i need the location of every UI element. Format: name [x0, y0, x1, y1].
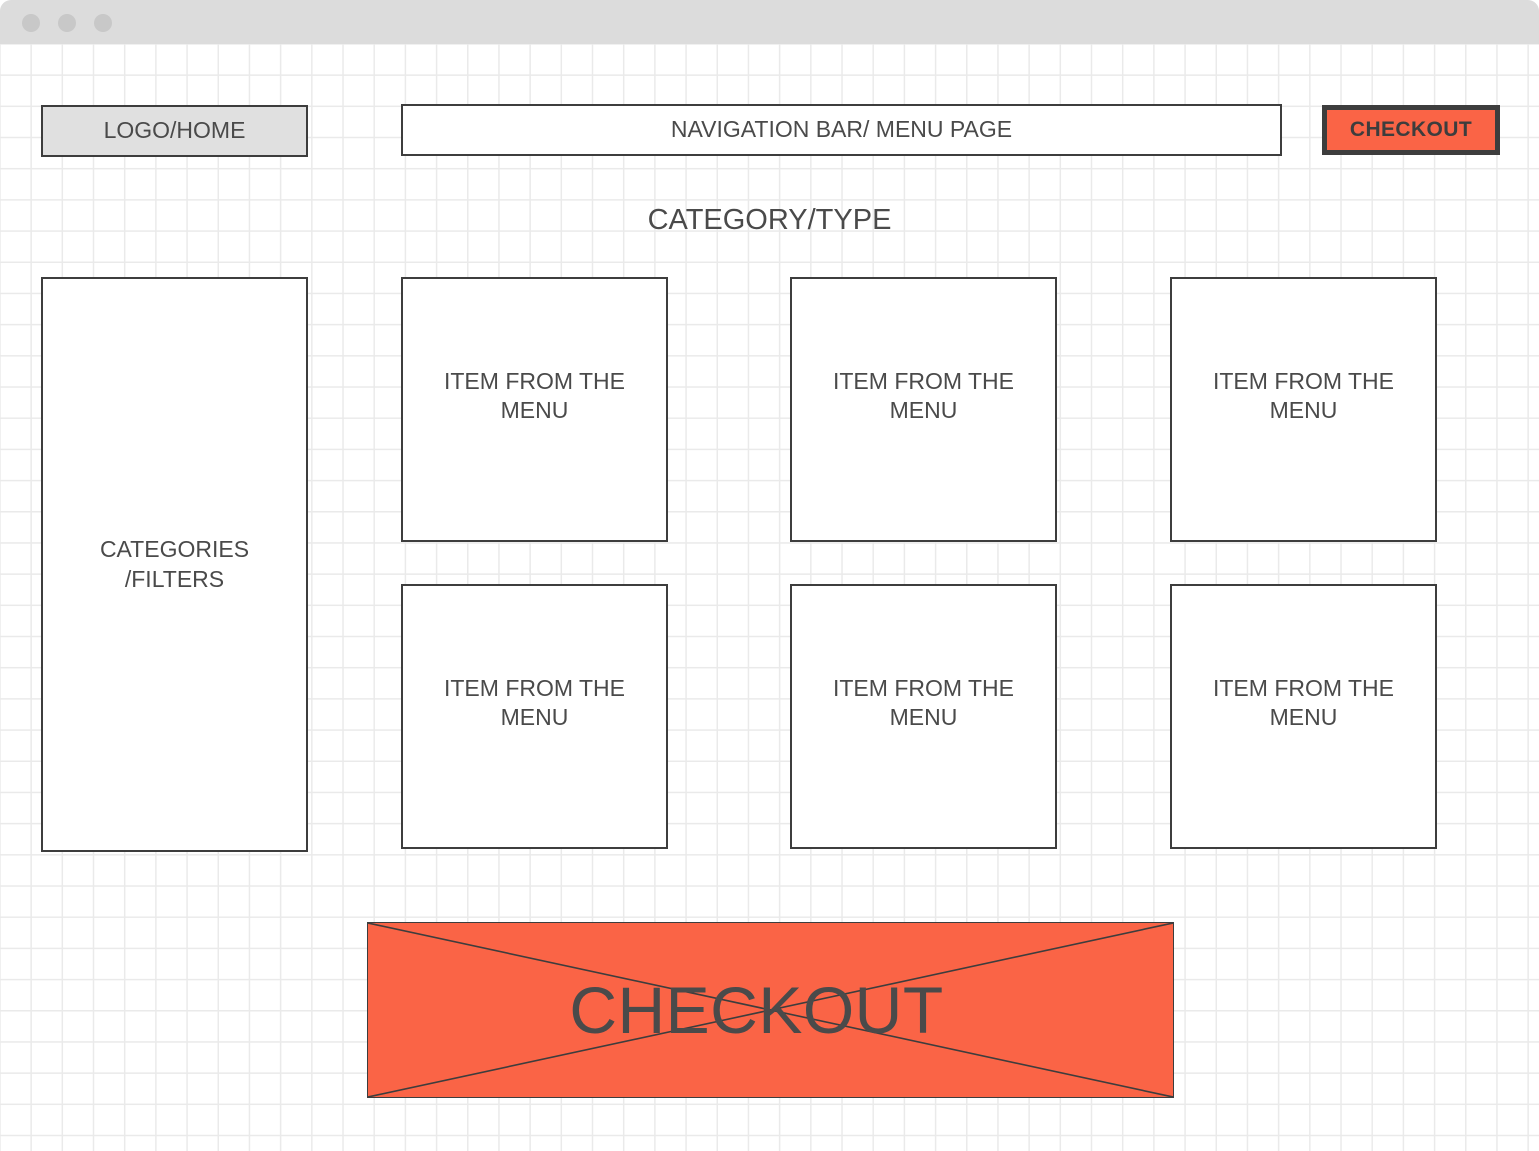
navigation-bar[interactable]: NAVIGATION BAR/ MENU PAGE — [401, 104, 1282, 156]
menu-item-label: ITEM FROM THE MENU — [443, 675, 625, 731]
menu-item-card[interactable]: ITEM FROM THE MENU — [790, 584, 1057, 849]
browser-titlebar — [0, 0, 1539, 44]
menu-item-card[interactable]: ITEM FROM THE MENU — [1170, 584, 1437, 849]
categories-filters-label: CATEGORIES /FILTERS — [99, 536, 250, 592]
menu-item-label: ITEM FROM THE MENU — [832, 675, 1014, 731]
checkout-button-label: CHECKOUT — [1349, 117, 1473, 141]
menu-item-label: ITEM FROM THE MENU — [1212, 675, 1394, 731]
menu-item-label: ITEM FROM THE MENU — [832, 368, 1014, 424]
menu-item-label: ITEM FROM THE MENU — [1212, 368, 1394, 424]
minimize-dot-icon[interactable] — [58, 14, 76, 32]
image-placeholder-cross-icon — [368, 923, 1173, 1097]
maximize-dot-icon[interactable] — [94, 14, 112, 32]
menu-item-card[interactable]: ITEM FROM THE MENU — [401, 277, 668, 542]
page-title: CATEGORY/TYPE — [647, 204, 892, 236]
checkout-button-header[interactable]: CHECKOUT — [1322, 105, 1500, 155]
menu-item-card[interactable]: ITEM FROM THE MENU — [1170, 277, 1437, 542]
checkout-banner[interactable]: CHECKOUT — [367, 922, 1174, 1098]
logo-home-label: LOGO/HOME — [103, 117, 246, 144]
menu-item-card[interactable]: ITEM FROM THE MENU — [401, 584, 668, 849]
close-dot-icon[interactable] — [22, 14, 40, 32]
wireframe-grid-canvas: LOGO/HOME NAVIGATION BAR/ MENU PAGE CHEC… — [0, 44, 1539, 1151]
categories-filters-panel[interactable]: CATEGORIES /FILTERS — [41, 277, 308, 852]
menu-item-label: ITEM FROM THE MENU — [443, 368, 625, 424]
checkout-banner-label: CHECKOUT — [569, 973, 944, 1047]
navigation-bar-label: NAVIGATION BAR/ MENU PAGE — [670, 116, 1013, 143]
menu-item-card[interactable]: ITEM FROM THE MENU — [790, 277, 1057, 542]
logo-home-button[interactable]: LOGO/HOME — [41, 105, 308, 157]
